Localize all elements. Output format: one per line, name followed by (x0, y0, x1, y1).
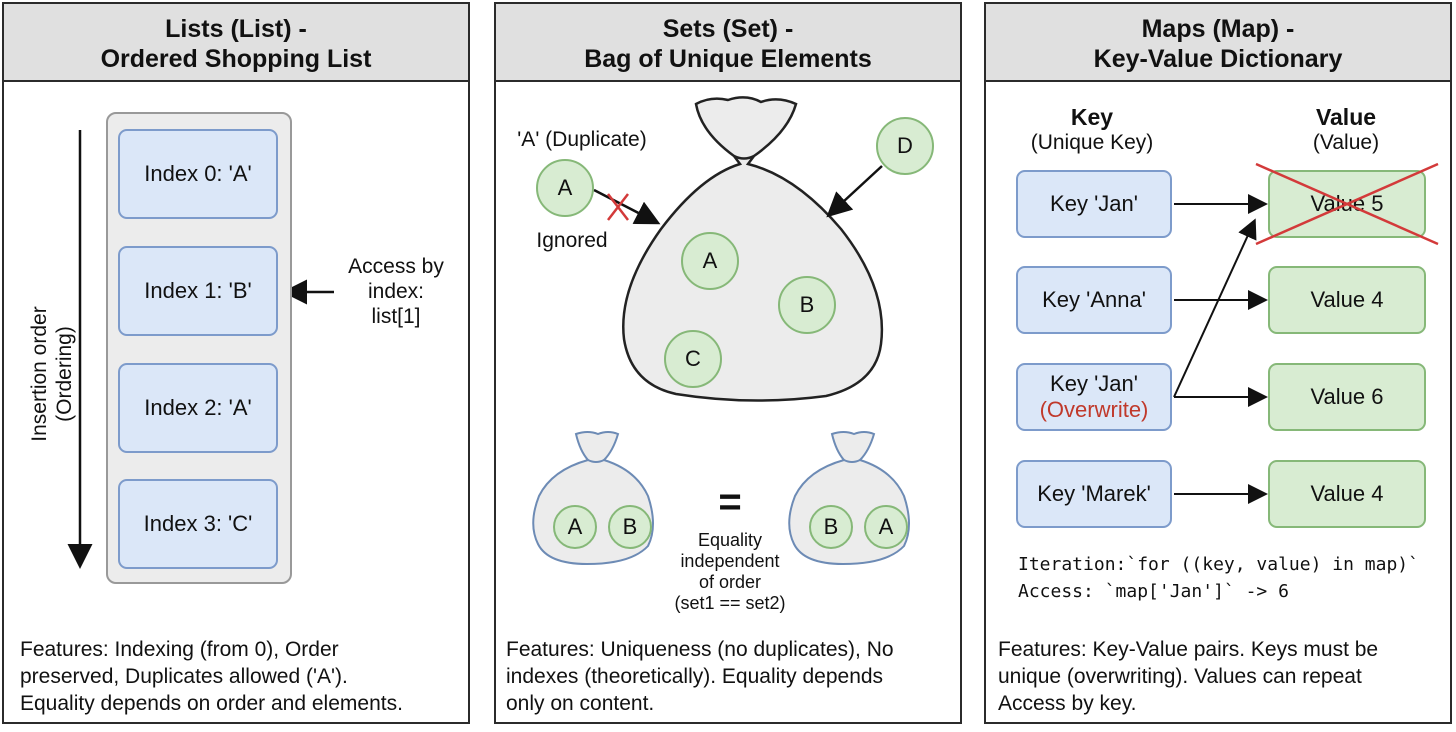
maps-title-line2: Key-Value Dictionary (1093, 45, 1343, 73)
list-item: Index 1: 'B' (118, 246, 278, 336)
maps-features-line1: Features: Key-Value pairs. Keys must be (998, 638, 1379, 661)
map-key: Key 'Jan' (1016, 170, 1172, 238)
map-key-label: Key 'Jan' (1050, 371, 1138, 396)
maps-features: Features: Key-Value pairs. Keys must be … (998, 636, 1452, 717)
map-key: Key 'Anna' (1016, 266, 1172, 334)
sets-drawing (532, 96, 910, 566)
lists-features-line3: Equality depends on order and elements. (20, 692, 403, 715)
set-element: A (681, 232, 739, 290)
lists-title-line1: Lists (List) - (165, 15, 307, 43)
sets-title-line2: Bag of Unique Elements (584, 45, 872, 73)
duplicate-label: 'A' (Duplicate) (517, 128, 647, 151)
sets-header: Sets (Set) - Bag of Unique Elements (496, 4, 960, 82)
set2-element: A (864, 505, 908, 549)
maps-features-line2: unique (overwriting). Values can repeat (998, 665, 1362, 688)
equality-label: Equality independent of order (set1 == s… (650, 530, 810, 614)
access-line1: Access by (348, 255, 444, 278)
lists-title-line2: Ordered Shopping List (100, 45, 372, 73)
ignored-cross-2 (607, 193, 629, 221)
lists-features: Features: Indexing (from 0), Order prese… (20, 636, 470, 717)
value-column-header: Value (Value) (1266, 105, 1426, 155)
map-value: Value 6 (1268, 363, 1426, 431)
maps-features-line3: Access by key. (998, 692, 1137, 715)
sets-features-line3: only on content. (506, 692, 655, 715)
ignored-label: Ignored (536, 229, 608, 252)
access-line3: list[1] (371, 305, 421, 328)
map-key-overwrite: Key 'Jan' (Overwrite) (1016, 363, 1172, 431)
list-item: Index 0: 'A' (118, 129, 278, 219)
sets-features-line1: Features: Uniqueness (no duplicates), No (506, 638, 894, 661)
map-key: Key 'Marek' (1016, 460, 1172, 528)
access-by-index-label: Access by index: list[1] (326, 254, 466, 329)
set-bag (622, 96, 884, 402)
map-arrow-overwrite (1173, 218, 1257, 398)
sets-features-line2: indexes (theoretically). Equality depend… (506, 665, 884, 688)
set-element: C (664, 330, 722, 388)
access-line2: index: (367, 280, 425, 303)
equality-line3: of order (698, 572, 762, 592)
sets-features: Features: Uniqueness (no duplicates), No… (506, 636, 962, 717)
equality-line2: independent (680, 551, 780, 571)
set-element: B (778, 276, 836, 334)
key-column-header: Key (Unique Key) (1012, 105, 1172, 155)
lists-features-line2: preserved, Duplicates allowed ('A'). (20, 665, 348, 688)
value-header: Value (1315, 104, 1377, 130)
add-arrow (826, 165, 883, 218)
list-item: Index 2: 'A' (118, 363, 278, 453)
map-value: Value 4 (1268, 460, 1426, 528)
set1-element: B (608, 505, 652, 549)
new-element: D (876, 117, 934, 175)
sets-panel: Sets (Set) - Bag of Unique Elements 'A' … (494, 2, 962, 724)
equality-line4: (set1 == set2) (674, 593, 786, 613)
equality-line1: Equality (697, 530, 763, 550)
lists-arrows (67, 130, 334, 569)
access-code: Access: `map['Jan']` -> 6 (1018, 581, 1289, 602)
overwrite-label: (Overwrite) (1039, 397, 1149, 422)
set1-element: A (553, 505, 597, 549)
map-value-overwritten: Value 5 (1268, 170, 1426, 238)
value-subheader: (Value) (1312, 131, 1380, 154)
duplicate-element: A (536, 159, 594, 217)
map-value: Value 4 (1268, 266, 1426, 334)
maps-title-line1: Maps (Map) - (1141, 15, 1295, 43)
iteration-code: Iteration:`for ((key, value) in map)` (1018, 554, 1419, 575)
sets-title-line1: Sets (Set) - (662, 15, 794, 43)
list-item: Index 3: 'C' (118, 479, 278, 569)
set2-element: B (809, 505, 853, 549)
key-header: Key (1070, 104, 1114, 130)
lists-panel: Lists (List) - Ordered Shopping List Ins… (2, 2, 470, 724)
lists-features-line1: Features: Indexing (from 0), Order (20, 638, 339, 661)
order-label-line2: (Ordering) (53, 326, 76, 422)
equals-sign: = (718, 480, 742, 524)
order-label-line1: Insertion order (28, 306, 51, 442)
maps-header: Maps (Map) - Key-Value Dictionary (986, 4, 1450, 82)
key-subheader: (Unique Key) (1030, 131, 1154, 154)
maps-panel: Maps (Map) - Key-Value Dictionary Key (U… (984, 2, 1452, 724)
lists-header: Lists (List) - Ordered Shopping List (4, 4, 468, 82)
duplicate-arrow (593, 188, 661, 225)
